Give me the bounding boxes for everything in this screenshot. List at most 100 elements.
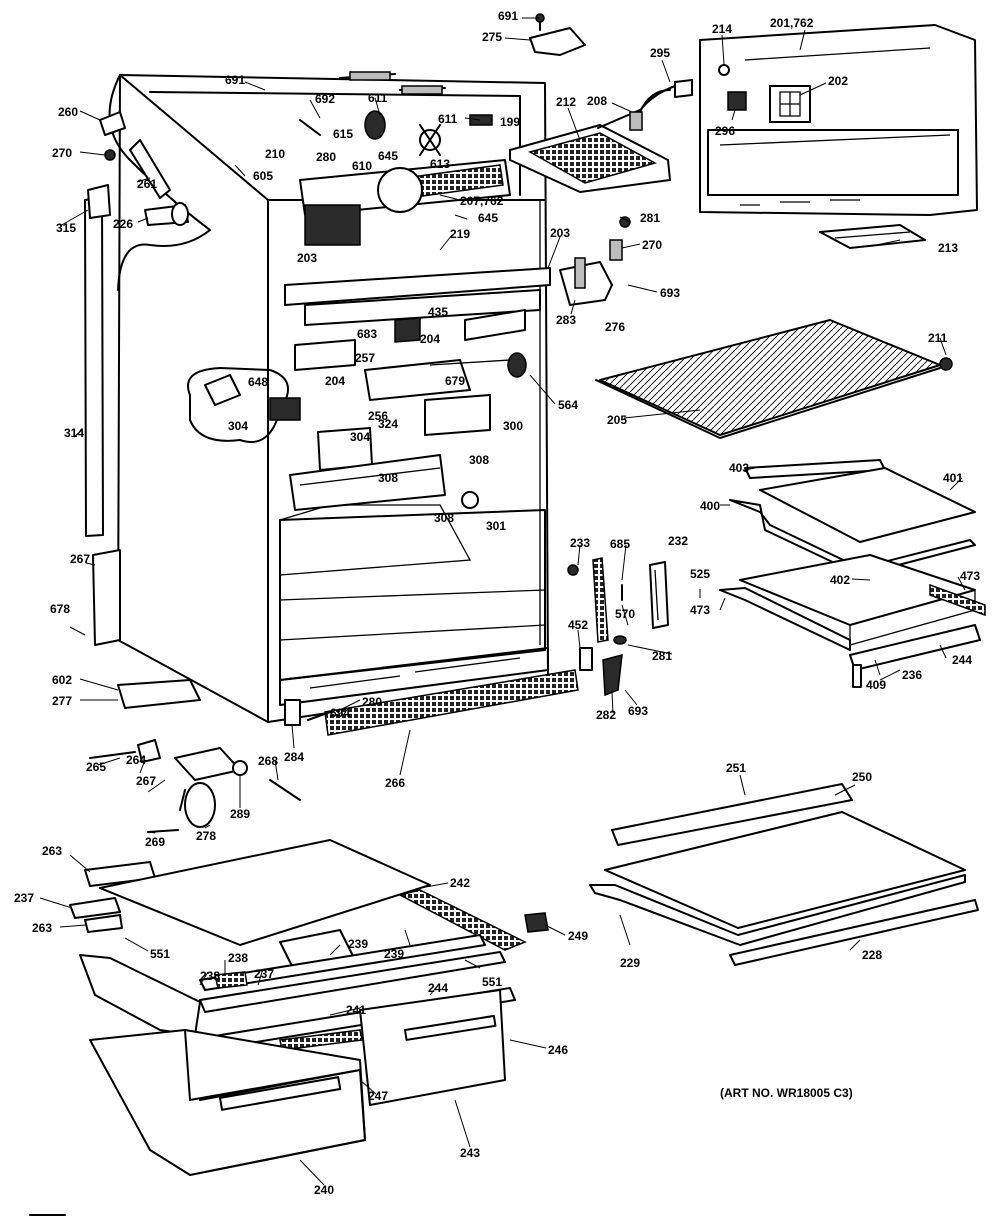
part-label: 304 [350, 430, 370, 444]
part-label: 409 [866, 678, 886, 692]
part-label: 611 [368, 91, 388, 105]
part-label: 613 [430, 157, 450, 171]
part-label: 244 [428, 981, 448, 995]
part-label: 243 [460, 1146, 480, 1160]
center-hinge-276 [559, 216, 631, 306]
part-label: 256 [368, 409, 388, 423]
part-label: 692 [315, 92, 335, 106]
part-label: 265 [86, 760, 106, 774]
thermostat-tray-212 [509, 109, 671, 193]
part-label: 213 [938, 241, 958, 255]
crisper-drawer-243 [359, 989, 506, 1106]
upper-glass-shelf-assembly [719, 459, 986, 688]
part-label: 308 [469, 453, 489, 467]
part-label: 263 [32, 921, 52, 935]
part-label: 236 [902, 668, 922, 682]
part-label: 693 [660, 286, 680, 300]
part-label: 205 [607, 413, 627, 427]
control-housing-assembly [289, 309, 527, 511]
part-label: 615 [333, 127, 353, 141]
part-label: 694 [330, 706, 350, 720]
part-label: 314 [64, 426, 84, 440]
part-label: 275 [482, 30, 502, 44]
part-label: 278 [196, 829, 216, 843]
part-label: 685 [610, 537, 630, 551]
part-label: 229 [620, 956, 640, 970]
part-label: 289 [230, 807, 250, 821]
part-label: 402 [830, 573, 850, 587]
part-label: 645 [478, 211, 498, 225]
part-label: 648 [248, 375, 268, 389]
left-door-stop-rod [84, 184, 189, 537]
crisper-drawer-240 [89, 1029, 366, 1176]
part-label: 239 [348, 937, 368, 951]
part-label: 202 [828, 74, 848, 88]
part-label: 281 [652, 649, 672, 663]
part-label: 551 [482, 975, 502, 989]
part-label: 693 [628, 704, 648, 718]
shelf-support-rail [284, 267, 551, 326]
part-label: 204 [420, 332, 440, 346]
part-label: 300 [503, 419, 523, 433]
part-label: 277 [52, 694, 72, 708]
part-label: 525 [690, 567, 710, 581]
freezer-fan-evaporator-assembly [299, 71, 511, 246]
part-label: 238 [200, 969, 220, 983]
leader-lines [39, 17, 966, 1186]
part-label: 678 [50, 602, 70, 616]
part-label: 403 [729, 461, 749, 475]
part-label: 238 [228, 951, 248, 965]
lower-glass-shelf-assembly [589, 783, 979, 966]
part-label: 269 [145, 835, 165, 849]
part-label: 247 [368, 1089, 388, 1103]
part-label: 268 [258, 754, 278, 768]
part-label: 242 [450, 876, 470, 890]
part-label: 645 [378, 149, 398, 163]
part-label: 435 [428, 305, 448, 319]
part-label: 203 [550, 226, 570, 240]
part-label: 551 [150, 947, 170, 961]
part-label: 283 [556, 313, 576, 327]
part-label: 201,762 [770, 16, 814, 30]
part-label: 679 [445, 374, 465, 388]
part-label: 251 [726, 761, 746, 775]
part-label: 282 [596, 708, 616, 722]
shelf-ladder-rails [567, 557, 669, 697]
part-label: 308 [378, 471, 398, 485]
connector-harness-208 [629, 79, 693, 131]
part-label: 270 [52, 146, 72, 160]
light-socket-callout [187, 367, 301, 443]
part-label: 452 [568, 618, 588, 632]
part-label: 301 [486, 519, 506, 533]
part-label: 602 [52, 673, 72, 687]
part-label: 212 [556, 95, 576, 109]
part-label: 264 [126, 753, 146, 767]
part-label: 263 [42, 844, 62, 858]
part-label: 211 [928, 331, 948, 345]
part-label: 610 [352, 159, 372, 173]
part-label: 267 [136, 774, 156, 788]
part-label: 304 [228, 419, 248, 433]
part-label: 281 [640, 211, 660, 225]
part-label: 315 [56, 221, 76, 235]
crisper-cover-shelf [69, 839, 549, 973]
part-label: 199 [500, 115, 520, 129]
freezer-wire-shelf [595, 319, 953, 439]
part-label: 296 [715, 124, 735, 138]
part-label: 233 [570, 536, 590, 550]
hinge-bracket-275 [529, 13, 586, 56]
part-label: 308 [434, 511, 454, 525]
part-label: 324 [378, 417, 398, 431]
part-label: 564 [558, 398, 578, 412]
control-panel-201 [699, 24, 978, 216]
part-label: 280 [316, 150, 336, 164]
part-label: 473 [960, 569, 980, 583]
part-label: 284 [284, 750, 304, 764]
part-label: 270 [642, 238, 662, 252]
part-label: 611 [438, 112, 458, 126]
part-label: 249 [568, 929, 588, 943]
part-label: 208 [587, 94, 607, 108]
door-hinge-callout [99, 74, 211, 291]
part-label: 266 [385, 776, 405, 790]
